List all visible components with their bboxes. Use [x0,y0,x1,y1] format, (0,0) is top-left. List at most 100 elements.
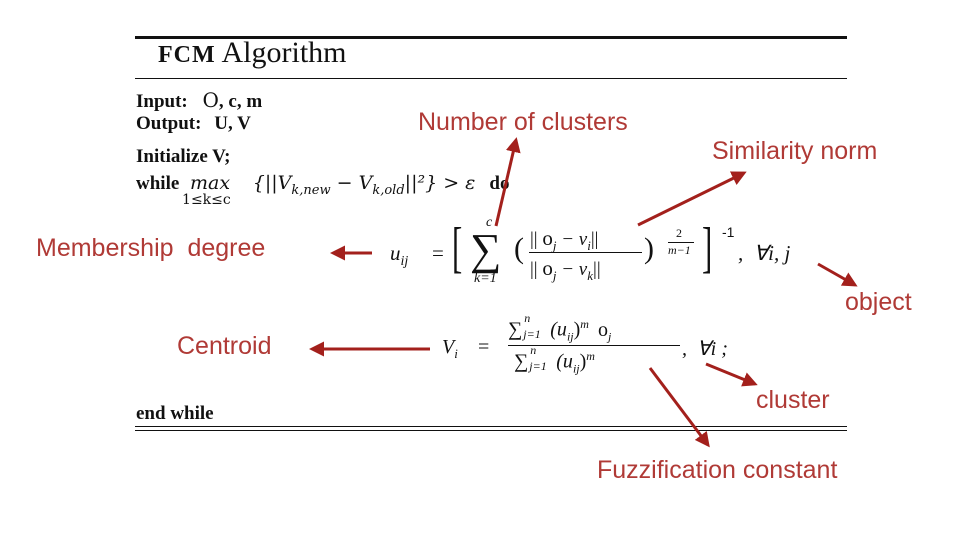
v-num-limits: n j=1 [522,311,550,341]
input-object: O [202,88,219,112]
arrow-similarity-norm [637,171,747,227]
arrow-number-of-clusters [494,137,521,227]
init-line: Initialize V; [136,146,230,168]
arrow-cluster [705,362,758,387]
u-forall: , ∀i, j [738,241,791,265]
label-similarity-norm: Similarity norm [712,137,878,165]
u-num-close: || [590,229,599,250]
label-cluster: cluster [756,386,830,414]
while-max: max 1≤k≤c [182,172,248,208]
u-num-rest: − v [556,229,588,250]
label-centroid: Centroid [177,332,272,360]
v-lhs-var: V [442,336,455,358]
u-lhs-var: u [390,241,401,265]
u-paren-close: ) [644,232,654,265]
v-denominator: ∑n j=1 (uij)m [514,343,595,377]
u-left-bracket: [ [452,217,463,279]
u-num-o-sub: j [552,237,557,253]
v-num-sum-bottom: j=1 [523,327,541,341]
title-bold: FCM [158,42,216,68]
u-lhs: uij [390,241,408,270]
u-outer-exp: -1 [722,224,735,240]
u-equals: = [432,241,444,265]
top-rule [135,36,847,39]
arrow-object [817,262,858,287]
u-lhs-sub: ij [400,254,409,270]
end-line: end while [136,403,214,425]
u-sum-top: c [486,215,493,230]
v-num-o-sub: j [607,329,612,344]
v-num-term-sub: ij [566,329,574,344]
label-fuzzification-constant: Fuzzification constant [597,456,838,484]
v-lhs: Vi [442,336,458,362]
u-den-open: || [530,259,543,280]
end-rule-2 [135,430,847,431]
v-den-exp: m [586,349,595,363]
input-line: Input: O, c, m [136,88,262,113]
v-forall: , ∀i ; [682,338,728,360]
v-equals: = [478,336,490,358]
u-den-o: o [542,256,553,280]
input-rest: , c, m [218,91,263,112]
while-keyword: while [136,173,180,194]
while-sub-new: k,new [291,182,331,198]
u-exp-num: 2 [676,226,682,240]
input-label: Input: [136,91,188,112]
init-text: Initialize V; [136,146,231,167]
u-exp-bar [668,242,694,243]
while-expression: {||Vk,new − Vk,old||²} > ε [252,172,482,198]
v-den-sum: ∑ [514,350,529,373]
u-sum-bottom: k=1 [474,271,497,286]
u-sum-symbol: ∑ [470,225,502,274]
u-fraction-bar [529,252,642,253]
u-num-v-sub: i [587,237,591,253]
v-den-sum-bottom: j=1 [529,359,547,373]
v-num-sum: ∑ [508,318,523,341]
u-paren-open: ( [514,232,524,265]
u-num-o: o [542,226,553,250]
u-right-bracket: ] [702,217,713,279]
title-rule [135,78,847,79]
u-den-o-sub: j [552,267,557,283]
label-number-of-clusters: Number of clusters [418,108,628,136]
arrow-fuzzification-constant [648,367,710,448]
end-text: end while [136,403,214,424]
while-sub-old: k,old [372,182,405,198]
v-den-term-sub: ij [572,361,580,376]
output-line: Output: U, V [136,113,251,135]
output-value: U, V [214,113,251,134]
v-den-term-close: ) [579,350,587,373]
v-num-term: (u [550,318,567,341]
u-den-close: || [593,259,601,280]
u-den-v-sub: k [587,267,594,283]
while-minus: − V [330,172,373,194]
while-expr-open: {||V [252,172,292,194]
v-num-sum-top: n [524,311,531,325]
v-num-term-close: ) [573,318,581,341]
while-line: while max 1≤k≤c {||Vk,new − Vk,old||²} >… [136,172,510,208]
while-close: ||²} > ε [404,172,476,194]
title-rest: Algorithm [221,36,347,69]
u-den-rest: − v [556,259,588,280]
label-membership-degree: Membership degree [36,234,266,262]
u-denominator: || oj − vk|| [530,256,601,284]
end-rule-1 [135,426,847,427]
v-num-o: o [597,318,608,341]
v-den-term: (u [556,350,573,373]
v-fraction-bar [508,345,680,346]
u-num-open: || [530,229,543,250]
u-exp-den: m−1 [668,243,691,257]
v-den-sum-top: n [530,343,537,357]
while-max-label: max [190,172,231,194]
v-num-exp: m [580,317,589,331]
v-den-limits: n j=1 [528,343,556,373]
label-object: object [845,288,912,316]
u-numerator: || oj − vi|| [530,226,598,254]
while-max-range: 1≤k≤c [182,192,231,208]
v-lhs-sub: i [454,346,458,361]
algorithm-title: FCM Algorithm [158,36,347,70]
